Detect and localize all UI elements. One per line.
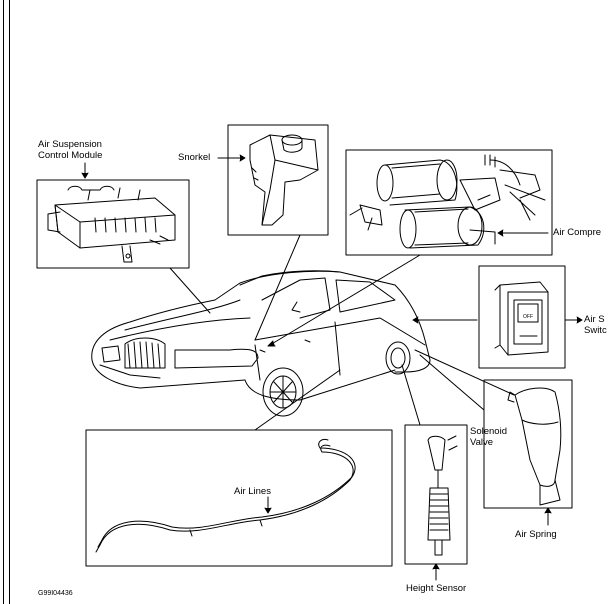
solenoid-valve-label-line2: Valve <box>470 437 494 448</box>
snorkel-label: Snorkel <box>178 152 211 163</box>
control-module-illustration <box>36 179 190 269</box>
solenoid-valve-label-line1: Solenoid <box>470 426 507 437</box>
height-sensor-label: Height Sensor <box>406 583 467 594</box>
control-module-label-line1: Air Suspension <box>38 139 102 150</box>
car-illustration <box>91 270 431 417</box>
air-spring-label: Air Spring <box>515 529 557 540</box>
air-lines-illustration <box>85 429 393 567</box>
snorkel-illustration <box>227 124 329 236</box>
height-sensor-illustration <box>404 424 468 565</box>
switch-face-label: OFF <box>523 314 533 320</box>
air-suspension-switch-label-line1: Air S <box>584 314 605 325</box>
control-module-label-line2: Control Module <box>38 150 103 161</box>
air-compressor-label: Air Compre <box>553 227 602 238</box>
air-suspension-switch-illustration <box>478 265 566 369</box>
left-margin-rule <box>3 0 4 604</box>
left-margin-rule-inner <box>9 0 10 604</box>
air-spring-illustration <box>483 379 573 509</box>
air-compressor-illustration <box>345 149 553 256</box>
air-suspension-switch-label-line2: Switc <box>584 325 607 336</box>
figure-code-label: G99I04436 <box>38 590 73 597</box>
air-lines-label: Air Lines <box>234 486 271 497</box>
